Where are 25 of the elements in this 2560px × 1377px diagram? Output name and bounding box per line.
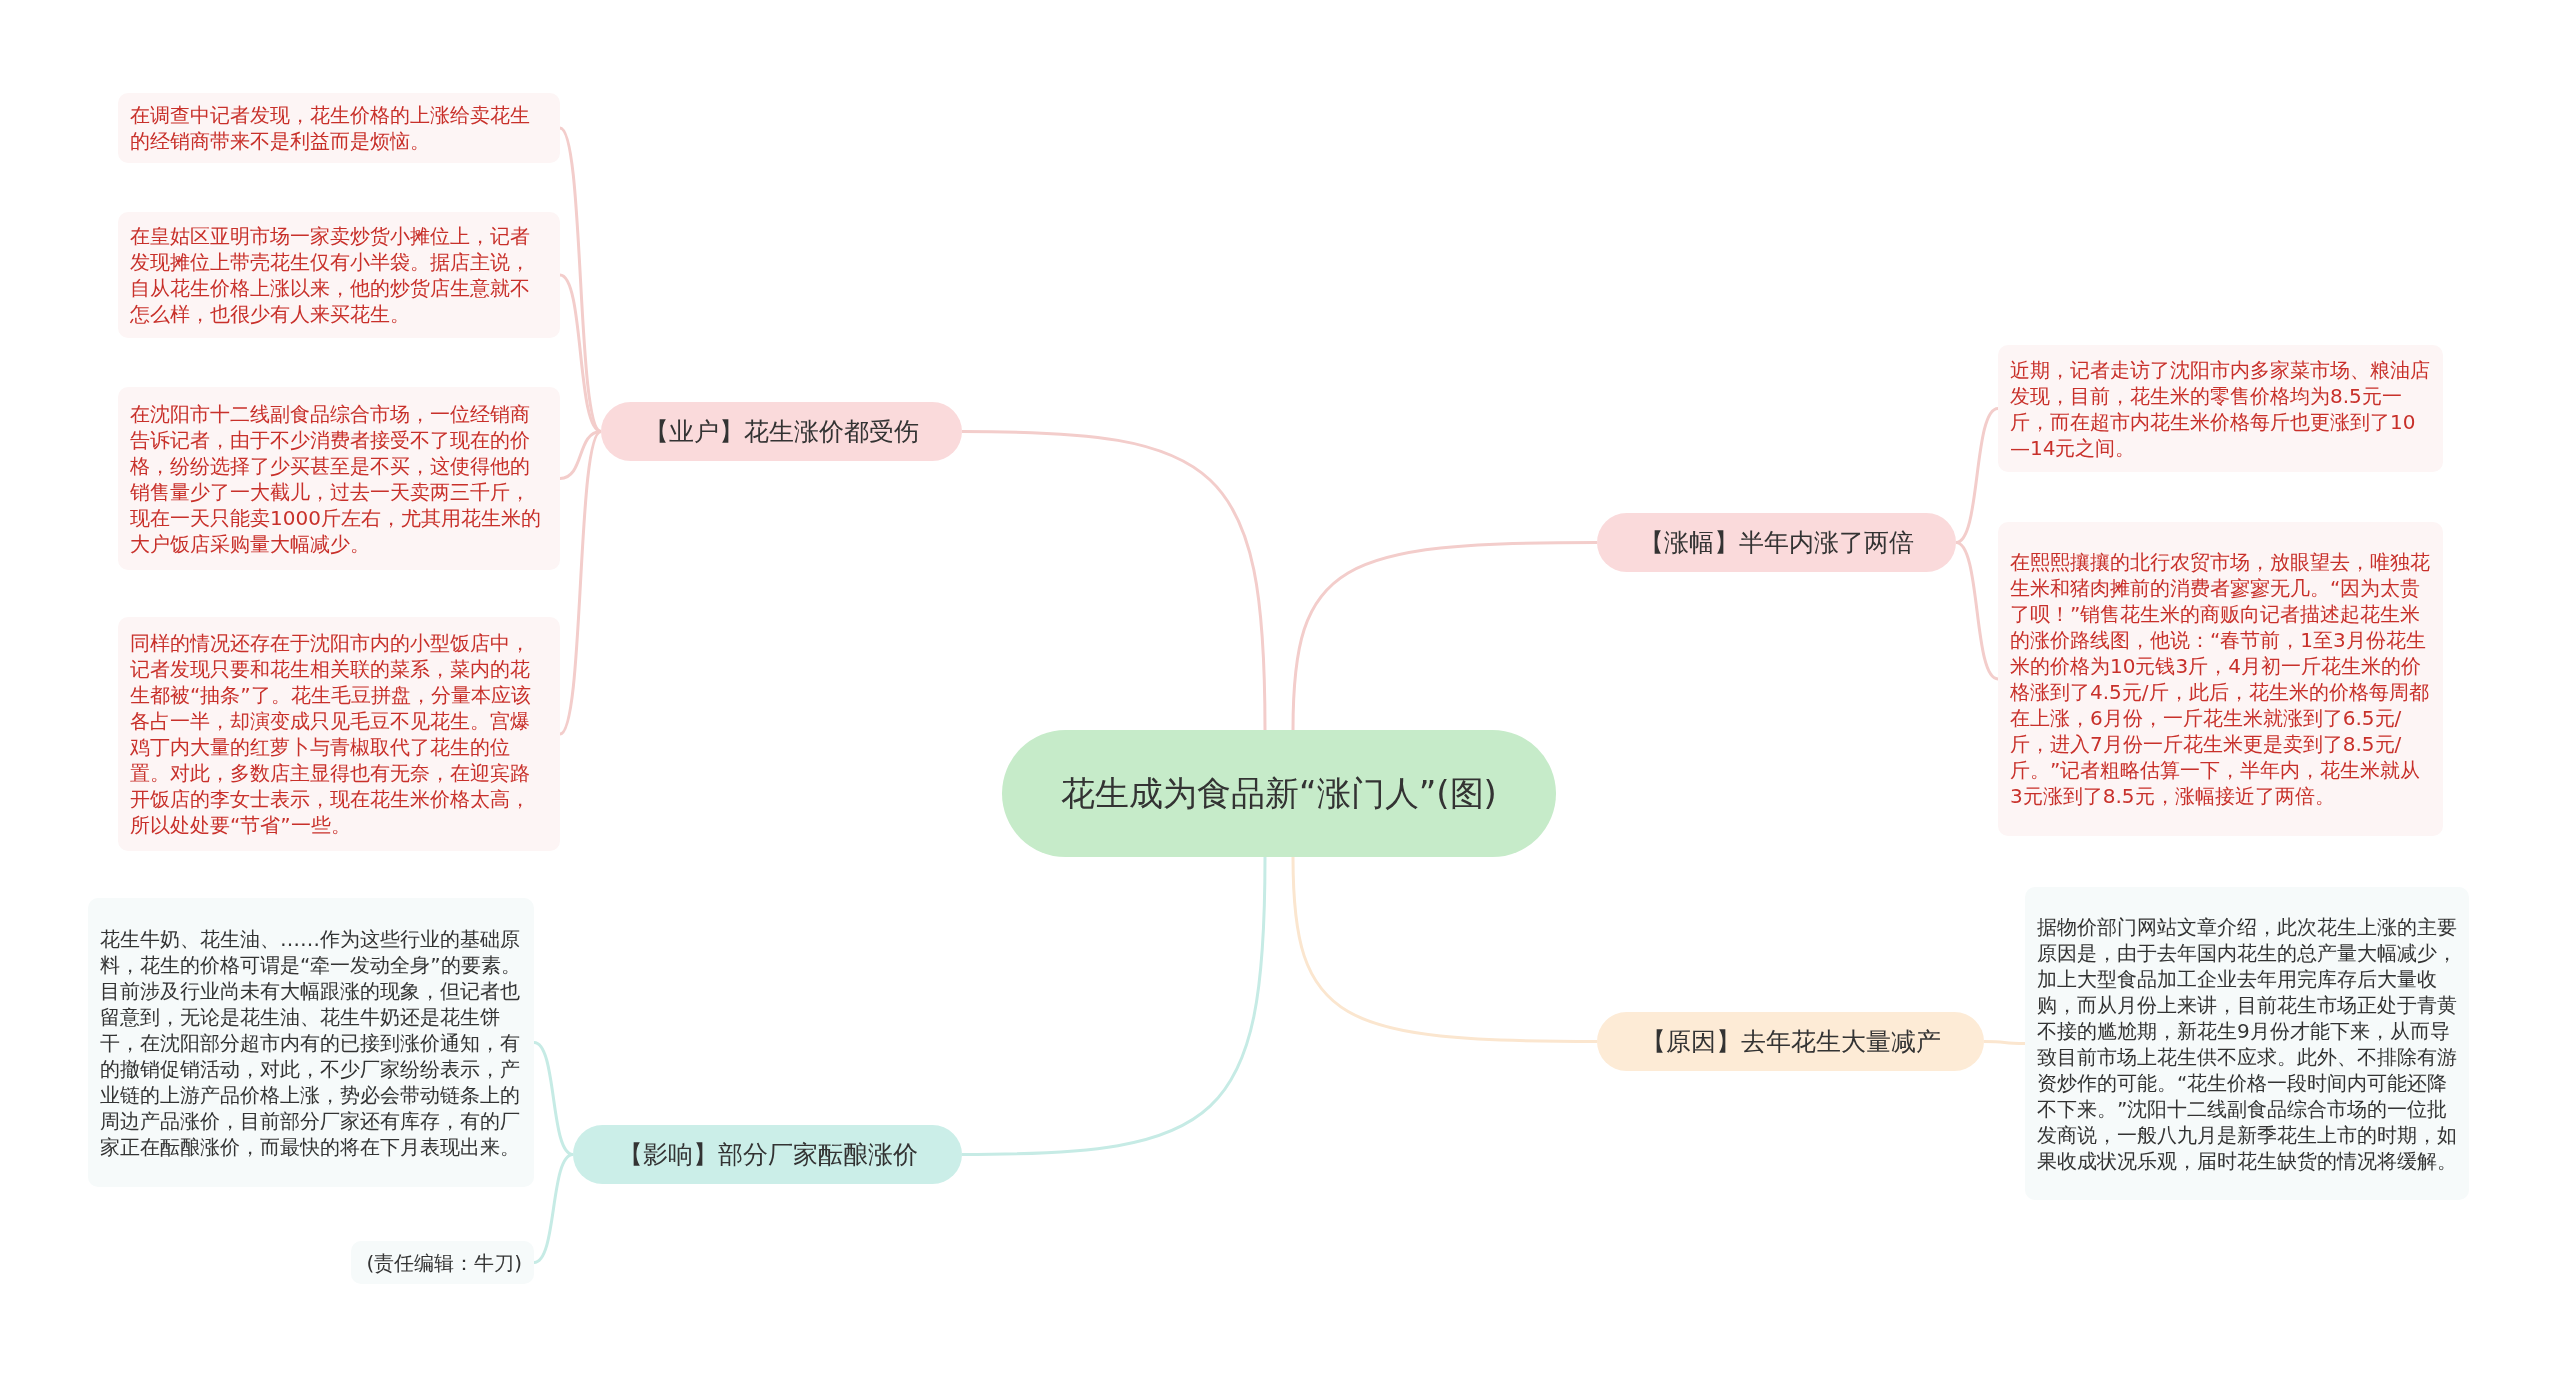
topic-box: 花生成为食品新“涨门人”(图) xyxy=(1002,730,1556,857)
connector-line xyxy=(962,430,1267,731)
text-card: 据物价部门网站文章介绍，此次花生上涨的主要原因是，由于去年国内花生的总产量大幅减少，加上大型食品加工企业去年用完库存后大量收购，而从月份上来讲，目前花生市场正处于青黄不接的尴尬期，新花生9月份才能下来，从而导致目前市场上花生供不应求。此外、不排除有游资炒作的可能。“花生价格一段时间内可能还降不下来。”沈阳十二线副食品综合市场的一位批发商说，一般八九月是新季花生上市的时期，如果收成状况乐观，届时花生缺货的情况将缓解。 xyxy=(2025,887,2469,1200)
topic-pill: 【影响】部分厂家酝酿涨价 xyxy=(573,1125,962,1184)
text-card: 在调查中记者发现，花生价格的上涨给卖花生的经销商带来不是利益而是烦恼。 xyxy=(118,93,560,163)
text-card: 在熙熙攘攘的北行农贸市场，放眼望去，唯独花生米和猪肉摊前的消费者寥寥无几。“因为太贵了呗！”销售花生米的商贩向记者描述起花生米的涨价路线图，他说：“春节前，1至3月份花生米的价格为10元钱3斤，4月初一斤花生米的价格涨到了4.5元/斤，此后，花生米的价格每周都在上涨，6月份，一斤花生米就涨到了6.5元/斤，进入7月份一斤花生米更是卖到了8.5元/斤。”记者粗略估算一下，半年内，花生米就从3元涨到了8.5元，涨幅接近了两倍。 xyxy=(1998,522,2443,836)
connector-line xyxy=(533,1041,574,1156)
topic-pill: 【原因】去年花生大量减产 xyxy=(1597,1012,1984,1071)
text-card: 近期，记者走访了沈阳市内多家菜市场、粮油店发现，目前，花生米的零售价格均为8.5元一斤，而在超市内花生米价格每斤也更涨到了10—14元之间。 xyxy=(1998,345,2443,472)
connector-line xyxy=(1984,1040,2025,1045)
text-card: 同样的情况还存在于沈阳市内的小型饭店中，记者发现只要和花生相关联的菜系，菜内的花生都被“抽条”了。花生毛豆拼盘，分量本应该各占一半，却演变成只见毛豆不见花生。宫爆鸡丁内大量的红萝卜与青椒取代了花生的位置。对此，多数店主显得也有无奈，在迎宾路开饭店的李女士表示，现在花生米价格太高，所以处处要“节省”一些。 xyxy=(118,617,560,851)
connector-line xyxy=(1955,407,1999,544)
connector-line xyxy=(962,856,1267,1156)
text-card: 花生牛奶、花生油、……作为这些行业的基础原料，花生的价格可谓是“牵一发动全身”的要素。目前涉及行业尚未有大幅跟涨的现象，但记者也留意到，无论是花生油、花生牛奶还是花生饼干，在沈阳部分超市内有的已接到涨价通知，有的撤销促销活动，对此，不少厂家纷纷表示，产业链的上游产品价格上涨，势必会带动链条上的周边产品涨价，目前部分厂家还有库存，有的厂家正在酝酿涨价，而最快的将在下月表现出来。 xyxy=(88,898,534,1187)
connector-line xyxy=(1291,541,1597,731)
text-card: 在皇姑区亚明市场一家卖炒货小摊位上，记者发现摊位上带壳花生仅有小半袋。据店主说，自从花生价格上涨以来，他的炒货店生意就不怎么样，也很少有人来买花生。 xyxy=(118,212,560,338)
connector-line xyxy=(533,1153,574,1264)
connector-line xyxy=(558,430,603,735)
topic-pill: 【涨幅】半年内涨了两倍 xyxy=(1597,513,1956,572)
text-card: (责任编辑：牛刀) xyxy=(351,1241,534,1284)
connector-line xyxy=(1291,856,1597,1043)
connector-line xyxy=(1955,541,1999,681)
topic-pill: 【业户】花生涨价都受伤 xyxy=(601,402,962,461)
connector-line xyxy=(558,127,603,433)
text-card: 在沈阳市十二线副食品综合市场，一位经销商告诉记者，由于不少消费者接受不了现在的价格，纷纷选择了少买甚至是不买，这使得他的销售量少了一大截儿，过去一天卖两三千斤，现在一天只能卖1000斤左右，尤其用花生米的大户饭店采购量大幅减少。 xyxy=(118,387,560,570)
